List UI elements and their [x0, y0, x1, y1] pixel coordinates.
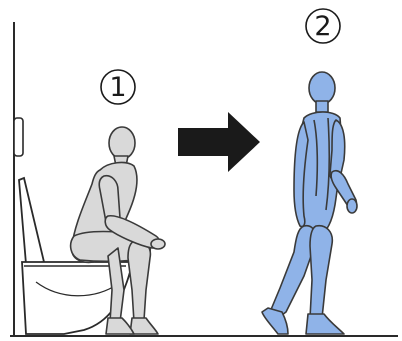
step-2-number: 2	[314, 11, 331, 42]
seated-foot	[130, 318, 158, 334]
step-1-number: 1	[109, 72, 126, 103]
walking-front-foot	[306, 314, 344, 334]
walking-back-leg	[270, 226, 316, 318]
flush-button-icon	[14, 118, 23, 156]
thick-right-arrow-icon	[178, 112, 260, 172]
walking-front-leg	[310, 226, 332, 318]
toilet-tank-icon	[19, 178, 44, 264]
step-1-marker: 1	[101, 70, 135, 104]
seated-lower-leg	[128, 240, 150, 322]
seated-head	[109, 127, 135, 159]
walking-figure	[262, 72, 357, 334]
seated-hand	[151, 239, 165, 249]
step-2-marker: 2	[306, 9, 340, 43]
walking-hand	[347, 199, 357, 213]
walking-head	[309, 72, 335, 104]
seated-back-foot	[106, 318, 134, 334]
walking-neck	[316, 101, 328, 112]
